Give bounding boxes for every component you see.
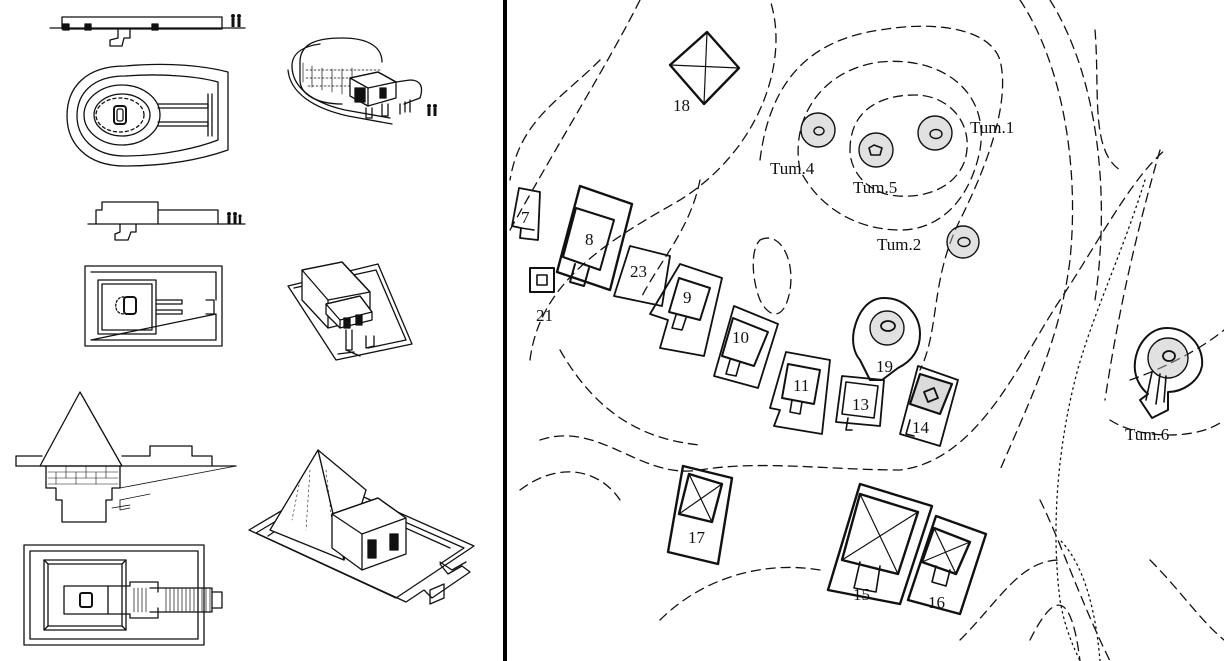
tomb-13: 13 [835,375,885,431]
tomb-19: 19 [852,297,921,381]
tumulus-2: Tum.2 [877,225,980,259]
tomb-21-label: 21 [536,306,553,325]
dotted-wadi-line [1055,179,1146,661]
tumulus-1-label: Tum.1 [970,118,1014,137]
pyramid-axonometric [248,449,475,605]
contour-lines [509,0,1224,661]
tomb-16-label: 16 [928,593,945,612]
tomb-9-label: 9 [683,288,692,307]
pyramid-section [15,391,237,523]
tumulus-plan [66,63,229,167]
tomb-17-label: 17 [688,528,706,547]
mastaba-section [87,201,246,241]
tumulus-6-label: Tum.6 [1125,425,1169,444]
tomb-10-label: 10 [732,328,749,347]
human-figure-icon [227,212,242,224]
tomb-7-label: 7 [521,208,530,227]
tumulus-4: Tum.4 [770,112,836,178]
stair-hatch [133,587,211,613]
tomb-8: 8 [555,184,634,292]
human-figure-icon [231,14,241,27]
tomb-13-label: 13 [852,395,869,414]
tomb-23-label: 23 [630,262,647,281]
tomb-types-drawing [15,14,475,646]
tomb-18: 18 [668,30,741,115]
tomb-21: 21 [529,267,555,325]
tumulus-axonometric [287,37,437,125]
tomb-types-panel [0,0,505,661]
tomb-16: 16 [906,514,988,616]
tomb-15-label: 15 [853,585,870,604]
tomb-9: 9 [649,263,723,357]
tumulus-section [49,14,246,47]
tumulus-5-label: Tum.5 [853,178,897,197]
panel-divider [503,0,507,661]
site-plan-map: Tum.1 Tum.2 Tum.4 Tum.5 [509,0,1224,661]
masonry-hatch [47,465,119,485]
tomb-7: 7 [511,187,541,241]
tomb-19-label: 19 [876,357,893,376]
tomb-8-label: 8 [585,230,594,249]
tomb-23: 23 [613,245,671,307]
site-plan-panel: Tum.1 Tum.2 Tum.4 Tum.5 [507,0,1224,661]
tumulus-6: Tum.6 [1125,327,1204,444]
tumulus-5: Tum.5 [853,132,897,197]
tomb-15: 15 [826,482,934,606]
pyramid-plan [23,544,223,646]
tomb-10: 10 [713,305,779,389]
tomb-14: 14 [899,365,959,447]
tomb-17: 17 [666,464,734,566]
tomb-18-label: 18 [673,96,690,115]
tomb-14-label: 14 [912,418,930,437]
mastaba-axonometric [287,261,413,361]
tumulus-2-label: Tum.2 [877,235,921,254]
tomb-11: 11 [769,351,831,435]
human-figure-icon [427,104,437,116]
tumulus-4-label: Tum.4 [770,159,815,178]
tumulus-1: Tum.1 [917,115,1014,151]
mastaba-plan [84,265,223,347]
tomb-11-label: 11 [793,376,809,395]
